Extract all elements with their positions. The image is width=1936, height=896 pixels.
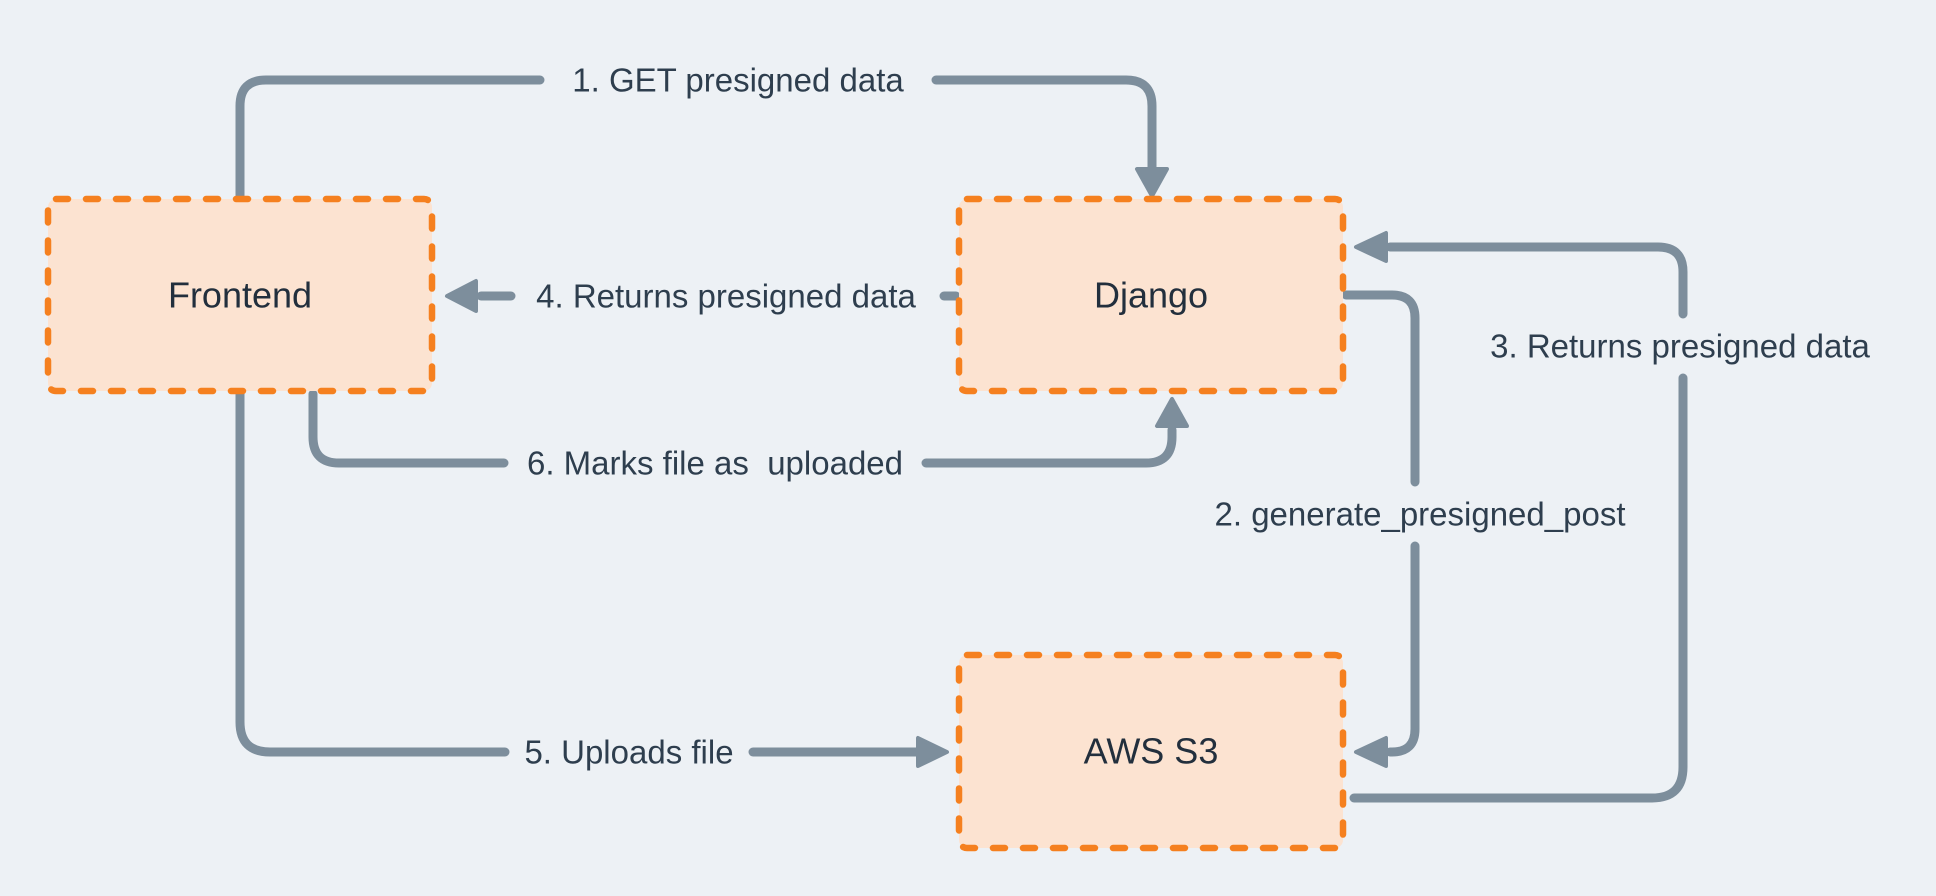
node-django-box (955, 195, 1347, 395)
edge-5-label: 5. Uploads file (524, 734, 733, 771)
edge-2-label: 2. generate_presigned_post (1215, 496, 1626, 533)
edge-5-line-left (235, 389, 510, 757)
edge-2-generate-presigned-post: 2. generate_presigned_post (1209, 290, 1632, 768)
edge-6-line-right (921, 425, 1177, 468)
edge-3-returns-presigned-data: 3. Returns presigned data (1349, 231, 1877, 803)
node-django-label: Django (1094, 275, 1208, 316)
edge-6-marks-file-uploaded: 6. Marks file as uploaded (308, 389, 1189, 488)
node-aws-s3: AWS S3 (955, 651, 1347, 852)
edge-6-arrowhead-icon (1155, 397, 1189, 428)
edge-1-get-presigned-data: 1. GET presigned data (235, 56, 1169, 202)
edge-2-arrowhead-icon (1354, 736, 1388, 768)
node-django: Django (955, 195, 1347, 395)
node-frontend-label: Frontend (168, 275, 312, 316)
edge-5-uploads-file: 5. Uploads file (235, 389, 949, 777)
edge-2-line-bottom (1385, 541, 1420, 757)
edge-4-returns-presigned-data: 4. Returns presigned data (445, 272, 961, 321)
edge-6-label: 6. Marks file as uploaded (527, 445, 903, 482)
edge-4-label: 4. Returns presigned data (536, 278, 916, 315)
edge-3-arrowhead-icon (1354, 231, 1388, 263)
node-aws-s3-box (955, 651, 1347, 852)
edge-6-line-left (308, 389, 509, 468)
node-frontend: Frontend (44, 195, 436, 395)
edge-3-line-bottom (1349, 373, 1688, 803)
edge-1-line-right (931, 75, 1157, 175)
edge-1-arrowhead-icon (1135, 167, 1169, 198)
node-aws-s3-label: AWS S3 (1084, 731, 1219, 772)
node-frontend-box (44, 195, 436, 395)
edge-5-arrowhead-icon (916, 736, 949, 768)
edge-3-line-top (1385, 242, 1688, 319)
edge-1-label: 1. GET presigned data (572, 62, 904, 99)
edge-2-line-top (1341, 290, 1420, 487)
edge-3-label: 3. Returns presigned data (1490, 328, 1870, 365)
edge-1-line-left (235, 75, 545, 202)
edge-4-arrowhead-icon (445, 279, 478, 313)
